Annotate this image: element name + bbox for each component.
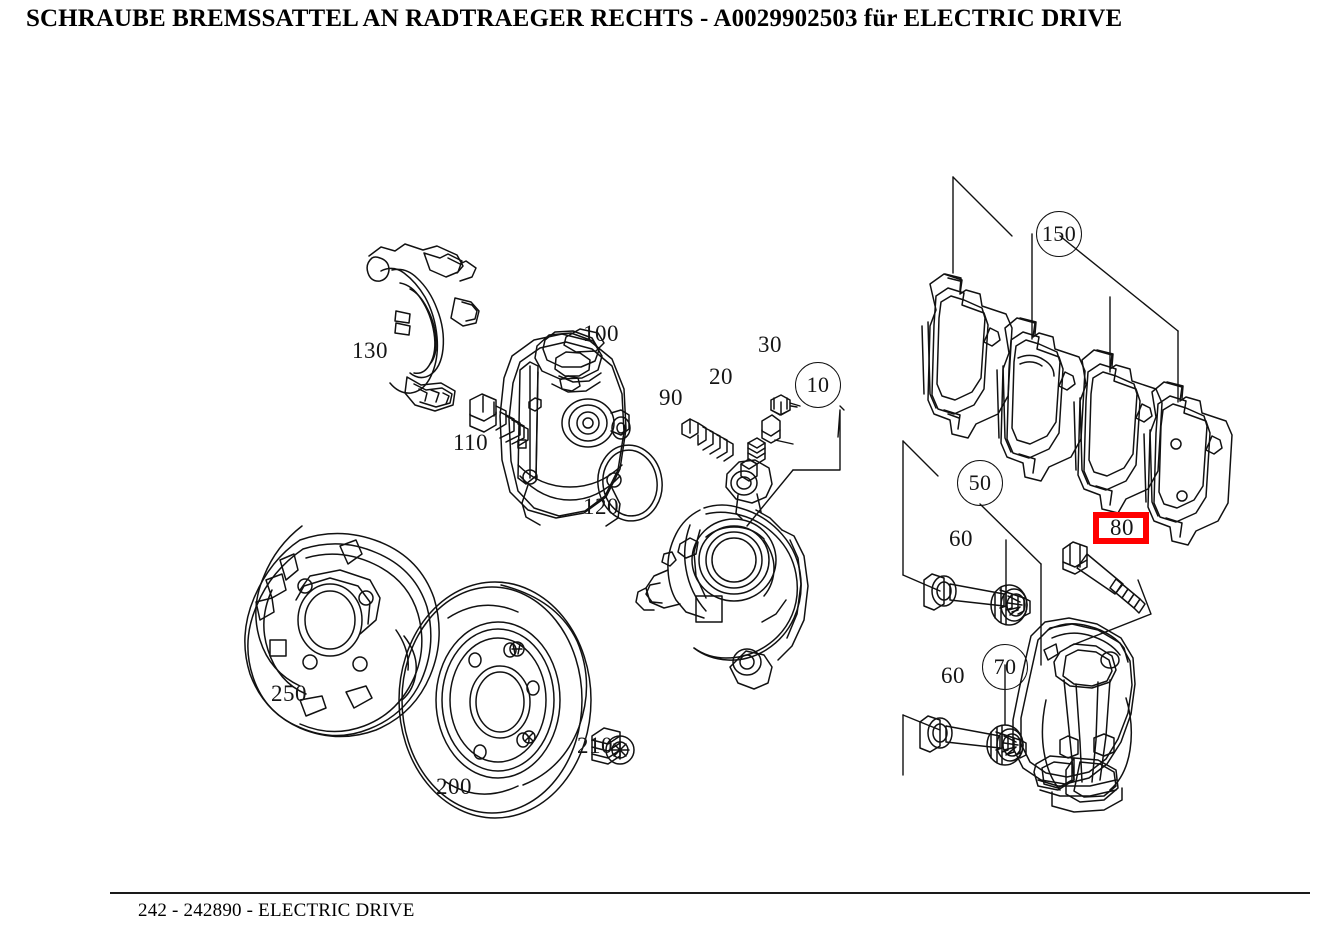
diagram-linework — [244, 176, 1233, 819]
part-10-hub-carrier — [635, 459, 809, 690]
callout-circle-10: 10 — [795, 362, 841, 408]
part-250-cover-plate — [244, 525, 440, 738]
leader-lines-10 — [746, 405, 845, 527]
exploded-diagram-canvas — [0, 40, 1326, 885]
leader-lines-70 — [1004, 539, 1007, 726]
callout-label-60-lower: 60 — [941, 663, 965, 688]
brake-pad-4 — [1143, 381, 1233, 546]
part-210-retaining-screw — [591, 727, 635, 765]
part-120-sealing-ring — [597, 444, 663, 522]
part-30-sensor-clip — [770, 394, 791, 416]
callout-label-110: 110 — [453, 430, 489, 455]
callout-circle-10-label: 10 — [806, 372, 830, 397]
callout-label-200: 200 — [436, 774, 472, 799]
callout-circle-150: 150 — [1036, 211, 1082, 257]
callout-label-90: 90 — [659, 385, 683, 410]
callout-label-210: 210 — [577, 733, 613, 758]
callout-label-100: 100 — [583, 321, 619, 346]
highlight-box-80 — [1093, 512, 1149, 544]
part-100-caliper-housing — [499, 328, 631, 527]
callout-label-30: 30 — [758, 332, 782, 357]
brake-pad-1 — [921, 273, 1013, 439]
page-title: SCHRAUBE BREMSSATTEL AN RADTRAEGER RECHT… — [26, 5, 1123, 32]
diagram-svg — [244, 176, 1233, 819]
footer-divider — [110, 892, 1310, 894]
callout-circle-150-label: 150 — [1041, 221, 1077, 246]
callout-label-80: 80 — [1110, 515, 1134, 540]
part-130-retaining-spring — [366, 243, 480, 412]
part-90-bleeder-screw — [681, 418, 734, 462]
callout-label-250: 250 — [271, 681, 307, 706]
part-80-caliper-bolt — [1062, 541, 1146, 614]
callout-label-120: 120 — [583, 494, 619, 519]
leader-line-80 — [1069, 579, 1152, 647]
part-20-speed-sensor — [740, 414, 781, 482]
leader-line-30 — [789, 402, 801, 407]
brake-pad-2 — [996, 317, 1086, 482]
brake-pad-3 — [1073, 349, 1163, 514]
callout-circle-50: 50 — [957, 460, 1003, 506]
callout-label-20: 20 — [709, 364, 733, 389]
part-70-guide-bush-upper — [990, 584, 1028, 626]
callout-label-60-upper: 60 — [949, 526, 973, 551]
caliper-carrier-bracket — [1012, 617, 1136, 813]
callout-label-130: 130 — [352, 338, 388, 363]
leader-line-20 — [774, 439, 794, 445]
callout-circle-70: 70 — [982, 644, 1028, 690]
callout-circle-50-label: 50 — [968, 470, 992, 495]
part-200-brake-disc — [398, 581, 592, 819]
part-70-guide-bush-lower — [986, 724, 1024, 766]
part-110-caliper-bolt — [469, 393, 529, 447]
part-150-brake-pad-set — [921, 273, 1233, 546]
footer-caption: 242 - 242890 - ELECTRIC DRIVE — [138, 900, 415, 921]
leader-bracket-150 — [952, 176, 1179, 403]
callout-circle-70-label: 70 — [993, 654, 1017, 679]
